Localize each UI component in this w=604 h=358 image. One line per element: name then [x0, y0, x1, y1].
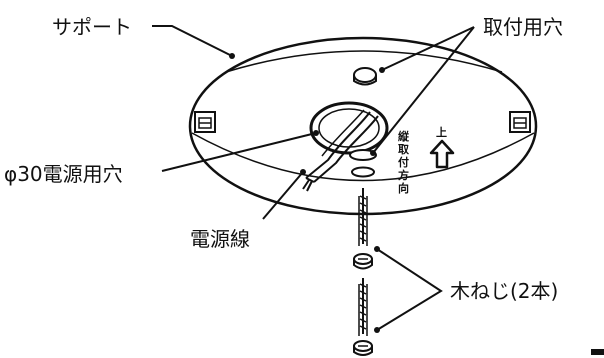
wood-screw-leader — [376, 248, 443, 331]
power-wire — [302, 109, 379, 192]
power-hole-leader — [161, 132, 317, 172]
power-hole-label: φ30電源用穴 — [4, 162, 123, 186]
support-leader-dot — [229, 53, 235, 59]
corner-mark — [591, 349, 604, 355]
vertical-mount-direction-text: 縦 取 付 方 向 — [398, 129, 410, 195]
support-label: サポート — [52, 15, 132, 39]
wood-screw-1 — [353, 188, 373, 270]
power-hole — [309, 101, 389, 155]
left-bracket — [194, 111, 216, 133]
top-mounting-hole — [353, 67, 377, 86]
support-leader — [152, 25, 233, 57]
wood-screws-label: 木ねじ(2本) — [450, 279, 558, 303]
wood-screw-leader-dot-2 — [374, 327, 380, 333]
direction-char: 向 — [398, 181, 409, 195]
direction-char: 取 — [398, 143, 409, 156]
wood-screw-leader-dot-1 — [374, 246, 380, 252]
power-wire-label: 電源線 — [190, 227, 250, 251]
mounting-hole-leader-1 — [381, 26, 475, 71]
leader-lines — [152, 25, 475, 333]
power-hole-leader-dot — [313, 130, 319, 136]
plate-up-text: 上 — [436, 125, 447, 139]
mounting-holes-label: 取付用穴 — [483, 15, 563, 39]
slot-holes — [349, 149, 377, 178]
power-wire-leader — [262, 171, 304, 220]
direction-char: 縦 — [398, 129, 410, 143]
right-bracket — [509, 111, 531, 133]
mounting-hole-leader-2 — [372, 26, 475, 154]
wood-screw-2 — [353, 278, 373, 356]
direction-char: 付 — [398, 155, 409, 169]
direction-char: 方 — [398, 168, 409, 182]
mounting-hole-leader-dot-2 — [370, 150, 376, 156]
power-wire-leader-dot — [300, 169, 306, 175]
up-arrow-icon — [429, 139, 455, 169]
mounting-hole-leader-dot-1 — [379, 67, 385, 73]
